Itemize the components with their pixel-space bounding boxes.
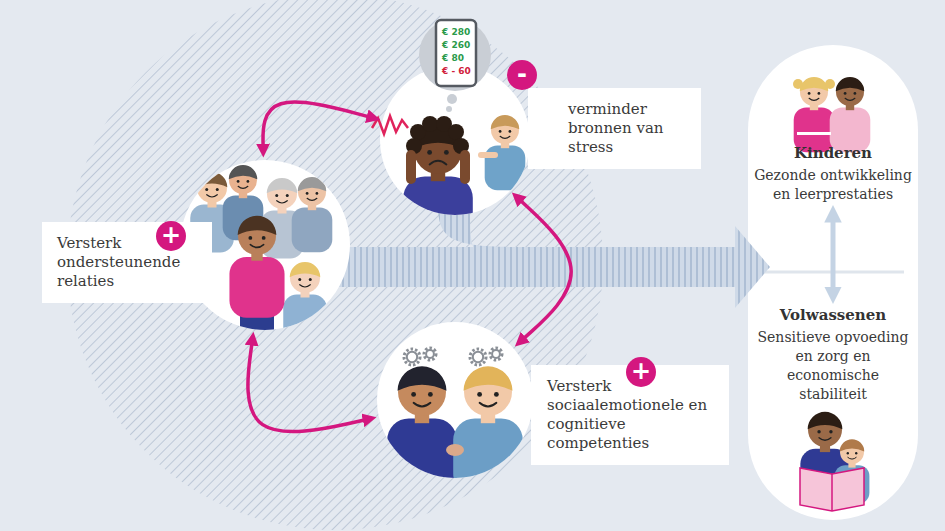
theme-circle: Versterk ondersteunende relaties: [180, 160, 350, 330]
outcome-text: Sensitieve opvoeding en zorg en economis…: [753, 328, 913, 404]
amount-label: € 280: [442, 27, 470, 38]
label-box: verminder bronnen van stress: [528, 88, 701, 169]
reinforcing-arrow: [516, 196, 571, 342]
sign-badge: -: [507, 60, 537, 90]
person-figure: [292, 177, 333, 252]
theme-label: Versterk sociaalemotionele en cognitieve…: [547, 377, 715, 453]
gear-icon: [490, 348, 502, 360]
theme-circle: verminder bronnen van stress: [380, 65, 530, 215]
book-icon: [800, 468, 864, 511]
outcome-panel: [748, 45, 918, 520]
person-figure: [794, 77, 835, 152]
gear-icon: [404, 349, 420, 365]
reinforcing-arrow: [248, 337, 371, 431]
outcome-block: KinderenGezonde ontwikkeling en leerpres…: [753, 143, 913, 204]
person-figure: [453, 366, 523, 495]
thought-bubble: [419, 19, 491, 91]
group-heading: Kinderen: [753, 143, 913, 163]
amount-label: € 260: [442, 40, 470, 51]
theme-label: verminder bronnen van stress: [568, 100, 686, 157]
amount-label: € - 60: [442, 66, 471, 77]
amount-label: € 80: [442, 53, 464, 64]
gear-icon: [470, 349, 486, 365]
person-figure: [403, 124, 473, 253]
main-arrow: [330, 226, 770, 308]
person-figure: [229, 216, 284, 318]
sign-badge: +: [156, 221, 186, 251]
phone-icon: [436, 20, 476, 86]
link-arrow: [831, 212, 836, 297]
group-heading: Volwassenen: [753, 305, 913, 325]
person-figure: [387, 366, 457, 495]
outcome-text: Gezonde ontwikkeling en leerprestaties: [753, 166, 913, 204]
person-figure: [283, 262, 327, 343]
theme-circle: Versterk sociaalemotionele en cognitieve…: [377, 322, 533, 478]
stress-zigzag: [372, 116, 408, 134]
reinforcing-arrow: [263, 102, 375, 152]
sign-badge: +: [626, 357, 656, 387]
label-box: Versterk ondersteunende relaties: [42, 222, 212, 303]
outcome-block: VolwassenenSensitieve opvoeding en zorg …: [753, 305, 913, 404]
person-figure: [830, 77, 871, 152]
gear-icon: [424, 348, 436, 360]
